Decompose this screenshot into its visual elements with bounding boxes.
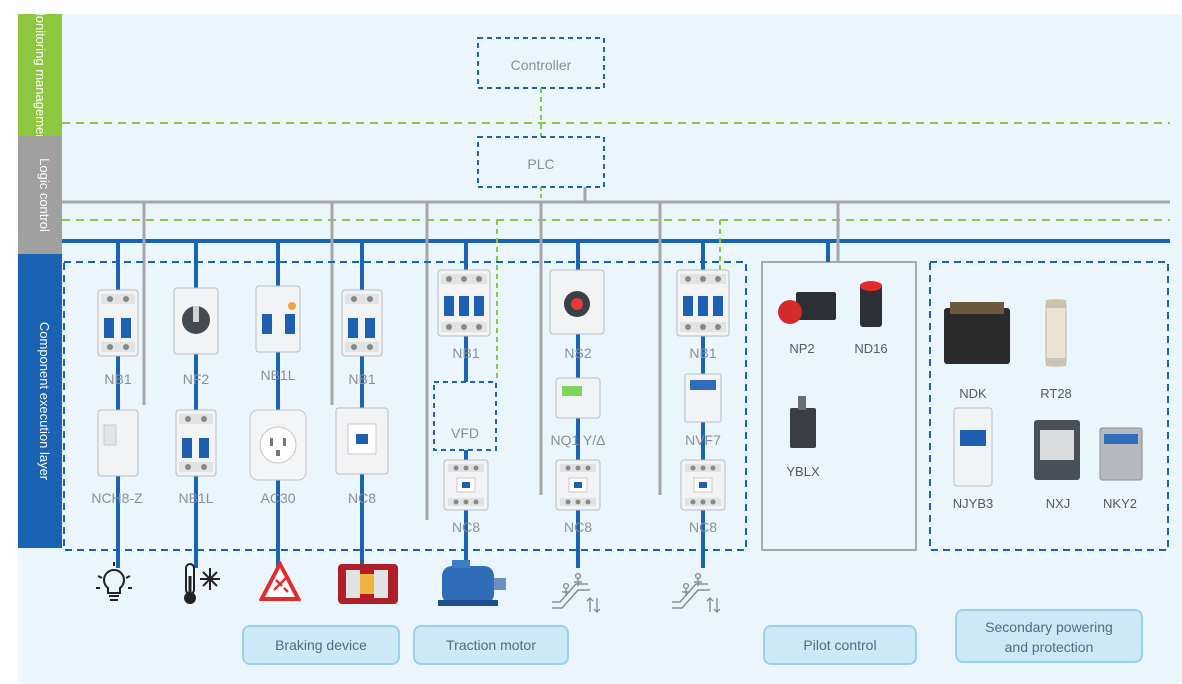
label-c1-bottom: NCH8-Z xyxy=(91,490,143,506)
group-pill-braking: Braking device xyxy=(242,625,400,665)
label-np2: NP2 xyxy=(789,341,814,356)
pill-pilot-label: Pilot control xyxy=(803,637,876,653)
label-c5-mid: VFD xyxy=(451,425,479,441)
signal-drops xyxy=(496,220,721,380)
label-c7-top: NB1 xyxy=(689,345,716,361)
layer-execution-label: Component execution layer xyxy=(37,322,52,481)
group-pill-pilot: Pilot control xyxy=(763,625,917,665)
component-c6-top: NS2 xyxy=(549,269,605,361)
component-np2: NP2 xyxy=(778,292,836,356)
label-c6-bottom: NC8 xyxy=(564,519,592,535)
label-c2-bottom: NB1L xyxy=(178,490,213,506)
label-nky2: NKY2 xyxy=(1103,496,1137,511)
label-yblx: YBLX xyxy=(786,464,820,479)
plc-label: PLC xyxy=(527,156,554,172)
label-c3-bottom: AC30 xyxy=(260,490,295,506)
label-rt28: RT28 xyxy=(1040,386,1072,401)
control-drops xyxy=(142,202,840,520)
label-c6-top: NS2 xyxy=(564,345,591,361)
label-njyb3: NJYB3 xyxy=(953,496,993,511)
label-c4-top: NB1 xyxy=(348,371,375,387)
label-ndk: NDK xyxy=(959,386,987,401)
label-c5-bottom: NC8 xyxy=(452,519,480,535)
label-c2-top: NF2 xyxy=(183,371,210,387)
thermometer-snowflake-icon xyxy=(184,563,220,604)
component-c4-bottom: NC8 xyxy=(335,407,389,506)
component-yblx: YBLX xyxy=(786,396,820,479)
component-c7-mid: NVF7 xyxy=(684,373,722,448)
component-c4-top: NB1 xyxy=(341,289,383,387)
component-c1-bottom: NCH8-Z xyxy=(91,409,143,506)
component-c6-mid: NQ1 Y/Δ xyxy=(550,377,606,448)
component-c5-top: NB1 xyxy=(437,269,491,361)
pill-secondary-label-2: and protection xyxy=(1005,639,1094,655)
component-njyb3: NJYB3 xyxy=(953,407,993,511)
pill-braking-label: Braking device xyxy=(275,637,367,653)
component-c6-bottom: NC8 xyxy=(555,459,601,535)
component-c7-bottom: NC8 xyxy=(680,459,726,535)
label-c7-bottom: NC8 xyxy=(689,519,717,535)
label-c6-mid: NQ1 Y/Δ xyxy=(550,432,605,448)
component-c2-bottom: NB1L xyxy=(175,409,217,506)
layer-logic: Logic control xyxy=(18,136,62,254)
label-nxj: NXJ xyxy=(1046,496,1071,511)
component-c3-bottom: AC30 xyxy=(249,409,307,506)
label-nd16: ND16 xyxy=(854,341,887,356)
component-nxj: NXJ xyxy=(1034,420,1080,511)
component-c3-top: NB1L xyxy=(255,285,301,383)
component-c1-top: NB1 xyxy=(97,289,139,387)
pilot-group xyxy=(761,261,917,551)
component-ndk: NDK xyxy=(944,302,1010,401)
label-c1-top: NB1 xyxy=(104,371,131,387)
layer-logic-label: Logic control xyxy=(37,158,52,232)
component-c5-mid: VFD xyxy=(433,381,497,451)
execution-group xyxy=(63,261,747,551)
warning-triangle-icon xyxy=(259,561,301,601)
pill-secondary-label-1: Secondary powering xyxy=(985,619,1113,635)
component-c2-top: NF2 xyxy=(173,287,219,387)
brake-icon xyxy=(338,564,398,604)
layer-monitoring: Monitoring management xyxy=(18,5,62,146)
controller-label: Controller xyxy=(511,57,572,73)
component-nky2: NKY2 xyxy=(1099,427,1143,511)
group-pill-traction: Traction motor xyxy=(413,625,569,665)
label-c7-mid: NVF7 xyxy=(685,432,721,448)
component-c7-top: NB1 xyxy=(676,269,730,361)
component-c5-bottom: NC8 xyxy=(443,459,489,535)
label-c3-top: NB1L xyxy=(260,367,295,383)
light-bulb-icon xyxy=(96,562,132,601)
pill-traction-label: Traction motor xyxy=(446,637,536,653)
label-c4-bottom: NC8 xyxy=(348,490,376,506)
motor-icon xyxy=(438,560,506,606)
component-nd16: ND16 xyxy=(854,281,888,356)
label-c5-top: NB1 xyxy=(452,345,479,361)
group-pill-secondary: Secondary powering and protection xyxy=(955,609,1143,663)
layer-monitoring-label-line1: Monitoring management xyxy=(33,5,48,146)
component-rt28: RT28 xyxy=(1040,299,1072,401)
diagram-background xyxy=(18,14,1182,684)
layer-execution: Component execution layer xyxy=(18,254,62,548)
